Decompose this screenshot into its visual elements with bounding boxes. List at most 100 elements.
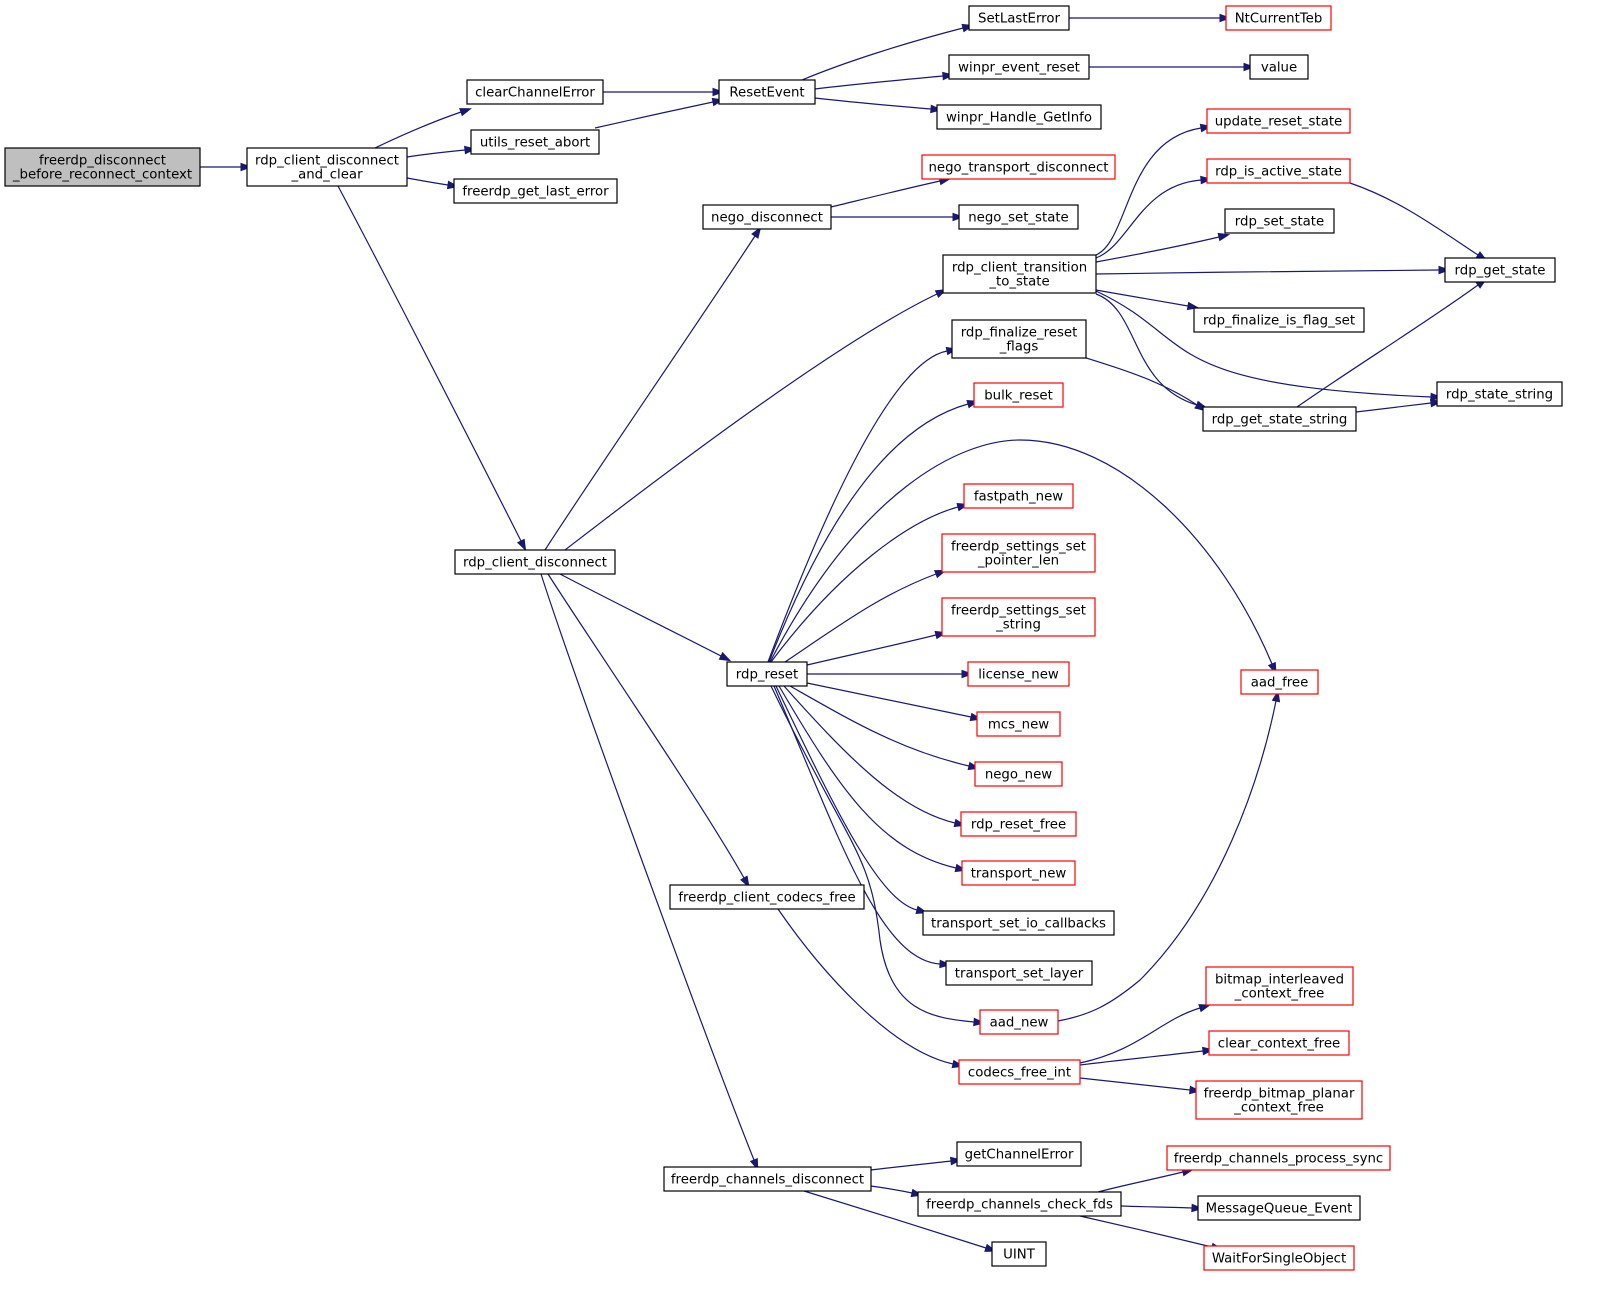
node-nego-new[interactable]: nego_new (974, 761, 1063, 787)
node-resetevent[interactable]: ResetEvent (718, 79, 816, 105)
node-getchannelerror[interactable]: getChannelError (956, 1141, 1082, 1167)
node-box[interactable] (1206, 108, 1351, 134)
node-box[interactable] (1444, 257, 1556, 283)
node-box[interactable] (726, 661, 808, 687)
node-box[interactable] (470, 129, 600, 155)
node-box[interactable] (967, 661, 1070, 687)
node-box[interactable] (453, 178, 618, 204)
node-box[interactable] (976, 711, 1061, 737)
node-update-reset-state[interactable]: update_reset_state (1206, 108, 1351, 134)
node-clearchannelerror[interactable]: clearChannelError (466, 79, 604, 105)
node-freerdp-get-last-error[interactable]: freerdp_get_last_error (453, 178, 618, 204)
node-box[interactable] (973, 382, 1064, 408)
node-rdp-get-state[interactable]: rdp_get_state (1444, 257, 1556, 283)
node-box[interactable] (991, 1241, 1047, 1267)
node-box[interactable] (921, 154, 1116, 180)
node-box[interactable] (948, 54, 1090, 80)
node-box[interactable] (1240, 669, 1319, 695)
node-box[interactable] (1205, 966, 1354, 1006)
node-box[interactable] (246, 147, 408, 187)
node-fastpath-new[interactable]: fastpath_new (963, 483, 1074, 509)
node-freerdp-channels-disconnect[interactable]: freerdp_channels_disconnect (663, 1166, 872, 1192)
node-box[interactable] (963, 483, 1074, 509)
node-waitforsingleobject[interactable]: WaitForSingleObject (1203, 1245, 1355, 1271)
node-box[interactable] (917, 1191, 1122, 1217)
node-bitmap-interleaved-context-free[interactable]: bitmap_interleaved_context_free (1205, 966, 1354, 1006)
node-uint[interactable]: UINT (991, 1241, 1047, 1267)
node-box[interactable] (958, 204, 1079, 230)
node-box[interactable] (1166, 1145, 1391, 1171)
node-box[interactable] (1202, 406, 1357, 432)
node-transport-set-io-callbacks[interactable]: transport_set_io_callbacks (922, 910, 1115, 936)
node-box[interactable] (1225, 5, 1332, 31)
node-box[interactable] (961, 860, 1076, 886)
node-ntcurrentteb[interactable]: NtCurrentTeb (1225, 5, 1332, 31)
node-value[interactable]: value (1249, 54, 1309, 80)
node-box[interactable] (960, 811, 1077, 837)
node-nego-disconnect[interactable]: nego_disconnect (702, 204, 832, 230)
node-messagequeue-event[interactable]: MessageQueue_Event (1197, 1195, 1361, 1221)
node-box[interactable] (945, 960, 1093, 986)
node-rdp-reset-free[interactable]: rdp_reset_free (960, 811, 1077, 837)
node-winpr-event-reset[interactable]: winpr_event_reset (948, 54, 1090, 80)
node-freerdp-channels-process-sync[interactable]: freerdp_channels_process_sync (1166, 1145, 1391, 1171)
node-clear-context-free[interactable]: clear_context_free (1208, 1030, 1350, 1056)
node-freerdp-bitmap-planar-context-free[interactable]: freerdp_bitmap_planar_context_free (1195, 1080, 1363, 1120)
node-box[interactable] (941, 533, 1096, 573)
node-box[interactable] (1203, 1245, 1355, 1271)
node-rdp-client-disconnect[interactable]: rdp_client_disconnect (454, 549, 616, 575)
node-box[interactable] (942, 254, 1097, 294)
node-utils-reset-abort[interactable]: utils_reset_abort (470, 129, 600, 155)
node-box[interactable] (974, 761, 1063, 787)
node-box[interactable] (663, 1166, 872, 1192)
node-box[interactable] (1224, 208, 1335, 234)
node-rdp-state-string[interactable]: rdp_state_string (1436, 381, 1563, 407)
node-box[interactable] (979, 1009, 1059, 1035)
node-box[interactable] (466, 79, 604, 105)
node-freerdp-channels-check-fds[interactable]: freerdp_channels_check_fds (917, 1191, 1122, 1217)
node-box[interactable] (1195, 1080, 1363, 1120)
node-box[interactable] (951, 319, 1087, 359)
node-box[interactable] (1206, 158, 1351, 184)
node-box[interactable] (922, 910, 1115, 936)
node-transport-new[interactable]: transport_new (961, 860, 1076, 886)
node-aad-free[interactable]: aad_free (1240, 669, 1319, 695)
node-license-new[interactable]: license_new (967, 661, 1070, 687)
node-rdp-is-active-state[interactable]: rdp_is_active_state (1206, 158, 1351, 184)
node-box[interactable] (941, 597, 1096, 637)
node-box[interactable] (702, 204, 832, 230)
node-bulk-reset[interactable]: bulk_reset (973, 382, 1064, 408)
node-box[interactable] (1197, 1195, 1361, 1221)
node-codecs-free-int[interactable]: codecs_free_int (958, 1059, 1081, 1085)
node-box[interactable] (1208, 1030, 1350, 1056)
node-mcs-new[interactable]: mcs_new (976, 711, 1061, 737)
node-box[interactable] (968, 5, 1070, 31)
node-box[interactable] (454, 549, 616, 575)
node-transport-set-layer[interactable]: transport_set_layer (945, 960, 1093, 986)
node-box[interactable] (718, 79, 816, 105)
node-box[interactable] (669, 884, 865, 910)
node-box[interactable] (1249, 54, 1309, 80)
node-box[interactable] (1436, 381, 1563, 407)
node-winpr-handle-getinfo[interactable]: winpr_Handle_GetInfo (936, 104, 1102, 130)
node-rdp-client-transition-to-state[interactable]: rdp_client_transition_to_state (942, 254, 1097, 294)
node-box[interactable] (1193, 307, 1365, 333)
node-rdp-set-state[interactable]: rdp_set_state (1224, 208, 1335, 234)
node-aad-new[interactable]: aad_new (979, 1009, 1059, 1035)
node-rdp-client-disconnect-and-clear[interactable]: rdp_client_disconnect_and_clear (246, 147, 408, 187)
node-nego-transport-disconnect[interactable]: nego_transport_disconnect (921, 154, 1116, 180)
node-freerdp-settings-set-pointer-len[interactable]: freerdp_settings_set_pointer_len (941, 533, 1096, 573)
node-box[interactable] (958, 1059, 1081, 1085)
node-rdp-finalize-reset-flags[interactable]: rdp_finalize_reset_flags (951, 319, 1087, 359)
node-box[interactable] (936, 104, 1102, 130)
node-rdp-get-state-string[interactable]: rdp_get_state_string (1202, 406, 1357, 432)
node-nego-set-state[interactable]: nego_set_state (958, 204, 1079, 230)
node-freerdp-settings-set-string[interactable]: freerdp_settings_set_string (941, 597, 1096, 637)
node-setlasterror[interactable]: SetLastError (968, 5, 1070, 31)
node-freerdp-client-codecs-free[interactable]: freerdp_client_codecs_free (669, 884, 865, 910)
node-box[interactable] (4, 147, 201, 187)
node-rdp-finalize-is-flag-set[interactable]: rdp_finalize_is_flag_set (1193, 307, 1365, 333)
node-root[interactable]: freerdp_disconnect_before_reconnect_cont… (4, 147, 201, 187)
node-rdp-reset[interactable]: rdp_reset (726, 661, 808, 687)
node-box[interactable] (956, 1141, 1082, 1167)
